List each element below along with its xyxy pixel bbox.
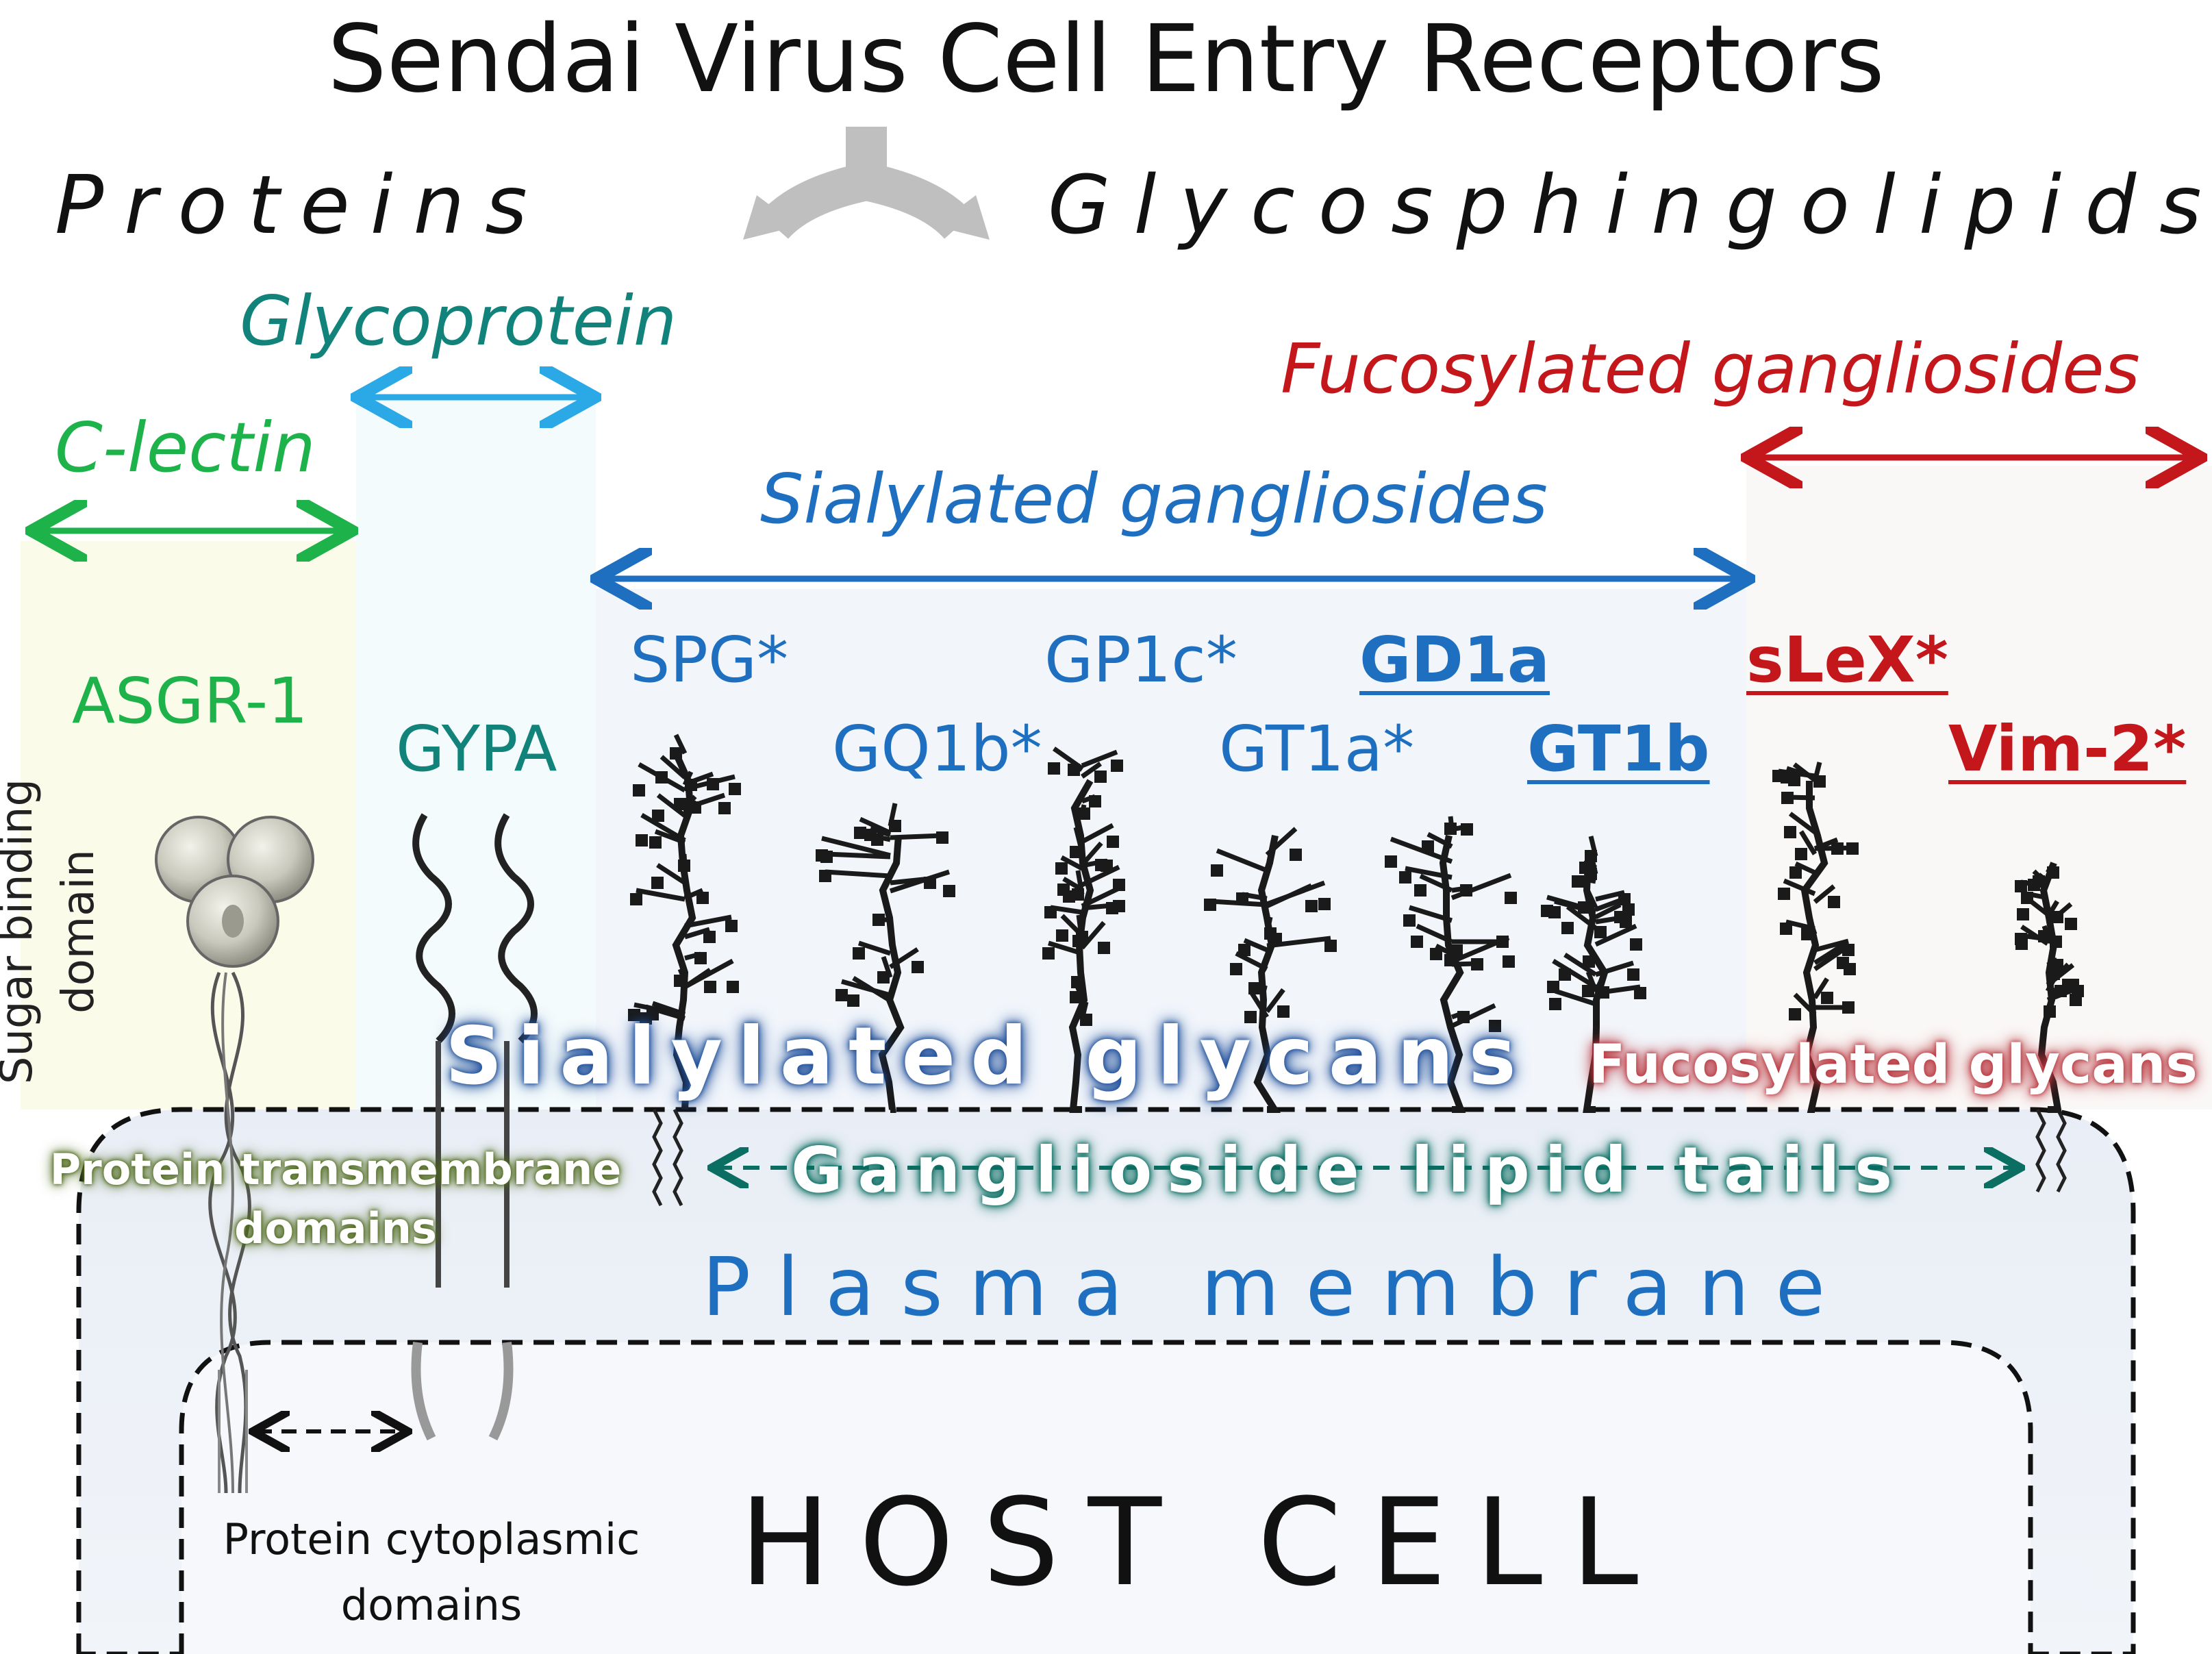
label-gypa: GYPA xyxy=(396,712,557,786)
annotation-cytoplasmic-domains: Protein cytoplasmic domains xyxy=(164,1507,699,1638)
annotation-sugar-binding-domain: Sugar binding domain xyxy=(0,719,110,1144)
annotation-lipid-tails: Ganglioside lipid tails xyxy=(791,1133,1908,1207)
glycan-chain-icon xyxy=(1772,762,1859,1113)
transmembrane-line-1: Protein transmembrane xyxy=(49,1144,622,1194)
glycan-chain-icon xyxy=(816,803,955,1113)
diagram-title: Sendai Virus Cell Entry Receptors xyxy=(327,5,1885,114)
host-cell-outline xyxy=(179,1340,2033,1654)
label-gt1a: GT1a* xyxy=(1219,712,1415,786)
annotation-fucosylated-glycans: Fucosylated glycans xyxy=(1589,1034,2198,1096)
category-proteins: Proteins xyxy=(55,158,548,252)
label-asgr1: ASGR-1 xyxy=(72,664,308,738)
glycan-chain-icon xyxy=(1385,816,1517,1113)
split-arrow-icon xyxy=(743,127,990,240)
sugar-binding-line-2: domain xyxy=(53,849,104,1014)
glycoprotein-panel xyxy=(356,397,596,1110)
glycan-chain-icon xyxy=(1042,747,1125,1113)
group-sialylated-gangliosides: Sialylated gangliosides xyxy=(760,459,1548,539)
label-gq1b: GQ1b* xyxy=(832,712,1042,786)
glycan-chain-icon xyxy=(628,734,741,1110)
cytoplasmic-line-1: Protein cytoplasmic xyxy=(223,1514,640,1564)
glycan-chain-icon xyxy=(2015,862,2084,1113)
glycan-chain-icon xyxy=(1541,836,1646,1113)
label-gt1b: GT1b xyxy=(1527,712,1710,786)
group-fucosylated-gangliosides: Fucosylated gangliosides xyxy=(1281,329,2140,409)
label-vim2: Vim-2* xyxy=(1948,712,2187,786)
cytoplasmic-line-2: domains xyxy=(340,1580,523,1630)
label-spg: SPG* xyxy=(630,623,789,697)
category-glycosphingolipids: Glycosphingolipids xyxy=(1048,158,2212,252)
group-glycoprotein: Glycoprotein xyxy=(240,281,677,361)
annotation-host-cell: HOST CELL xyxy=(740,1473,1668,1613)
sugar-binding-line-1: Sugar binding xyxy=(0,778,42,1085)
asgr1-receptor-icon xyxy=(155,816,314,1494)
gypa-receptor-icon xyxy=(411,813,538,1441)
label-gp1c: GP1c* xyxy=(1044,623,1237,697)
annotation-plasma-membrane: Plasma membrane xyxy=(702,1240,1852,1334)
transmembrane-line-2: domains xyxy=(234,1203,437,1253)
label-slex: sLeX* xyxy=(1746,623,1948,697)
glycan-structures xyxy=(628,734,2084,1113)
group-clectin: C-lectin xyxy=(55,408,316,488)
lipid-tails-icon xyxy=(652,1108,2067,1207)
label-gd1a: GD1a xyxy=(1359,623,1550,697)
glycan-chain-icon xyxy=(1204,827,1337,1113)
annotation-protein-transmembrane: Protein transmembrane domains xyxy=(38,1140,633,1258)
annotation-sialylated-glycans: Sialylated glycans xyxy=(445,1010,1531,1103)
sialylated-panel xyxy=(596,589,1746,1110)
